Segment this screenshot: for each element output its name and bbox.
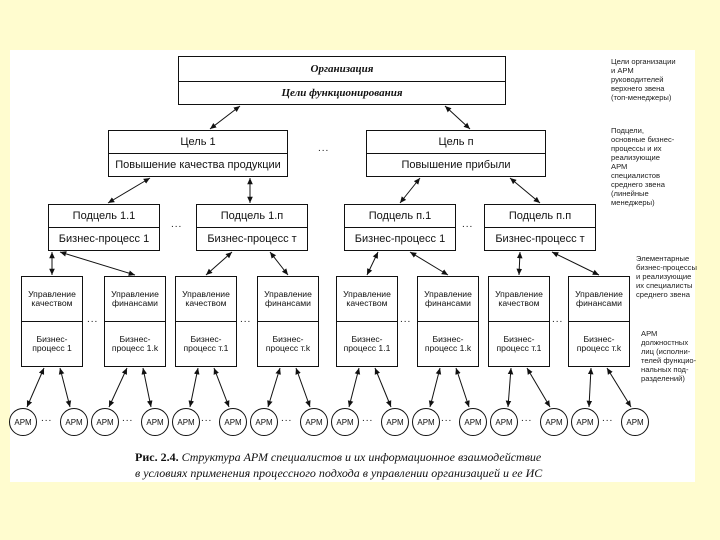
connector-arrow-21 xyxy=(267,367,281,408)
arm-dots-8: ... xyxy=(602,413,614,424)
arm-12: АРМ xyxy=(459,408,487,436)
connector-arrow-11 xyxy=(366,251,379,276)
subgoal-dots-left: ... xyxy=(171,219,183,230)
unit-4-proc: Бизнес-процесс т.k xyxy=(257,321,319,367)
arm-10: АРМ xyxy=(381,408,409,436)
connector-arrow-15 xyxy=(26,367,45,408)
arm-16: АРМ xyxy=(621,408,649,436)
connector-arrow-23 xyxy=(347,367,361,408)
connector-arrow-19 xyxy=(188,367,200,408)
arm-2: АРМ xyxy=(60,408,88,436)
connector-arrow-16 xyxy=(58,367,72,408)
figure-label: Рис. 2.4. xyxy=(135,450,179,464)
subgoal-2-title: Подцель 1.п xyxy=(196,204,308,228)
connector-arrow-6 xyxy=(509,177,541,204)
connector-arrow-3 xyxy=(107,177,151,204)
org-box: Организация xyxy=(178,56,506,82)
arm-dots-5: ... xyxy=(362,413,374,424)
arm-dots-7: ... xyxy=(521,413,533,424)
subgoal-1-bp: Бизнес-процесс 1 xyxy=(48,227,160,251)
subgoal-dots-right: ... xyxy=(462,219,474,230)
connector-arrow-28 xyxy=(526,367,551,408)
subgoal-4-title: Подцель п.п xyxy=(484,204,596,228)
connector-arrow-9 xyxy=(205,251,233,276)
connector-arrow-24 xyxy=(374,367,392,408)
org-goals-box: Цели функционирования xyxy=(178,81,506,105)
connector-arrow-13 xyxy=(516,251,523,276)
arm-4: АРМ xyxy=(141,408,169,436)
arm-8: АРМ xyxy=(300,408,328,436)
unit-2-dept: Управление финансами xyxy=(104,276,166,322)
goal-1-text: Повышение качества продукции xyxy=(108,153,288,177)
arm-dots-1: ... xyxy=(41,413,53,424)
arm-dots-4: ... xyxy=(281,413,293,424)
connector-arrow-5 xyxy=(399,177,421,204)
unit-6-dept: Управление финансами xyxy=(417,276,479,322)
side-note-middle-specialists: Элементарные бизнес-процессы и реализующ… xyxy=(636,254,697,299)
unit-dots-2: ... xyxy=(240,314,252,325)
subgoal-4-bp: Бизнес-процесс т xyxy=(484,227,596,251)
arm-6: АРМ xyxy=(219,408,247,436)
unit-2-proc: Бизнес-процесс 1.k xyxy=(104,321,166,367)
connector-arrow-25 xyxy=(428,367,442,408)
connector-arrow-26 xyxy=(455,367,470,408)
unit-3-proc: Бизнес-процесс т.1 xyxy=(175,321,237,367)
goal-n-text: Повышение прибыли xyxy=(366,153,546,177)
arm-7: АРМ xyxy=(250,408,278,436)
connector-arrow-18 xyxy=(141,367,153,408)
connector-arrow-14 xyxy=(551,251,600,276)
arm-15: АРМ xyxy=(571,408,599,436)
arm-dots-2: ... xyxy=(122,413,134,424)
connector-arrow-17 xyxy=(108,367,128,408)
subgoal-2-bp: Бизнес-процесс т xyxy=(196,227,308,251)
unit-7-dept: Управление качеством xyxy=(488,276,550,322)
arm-3: АРМ xyxy=(91,408,119,436)
side-note-executors: АРМ должностных лиц (исполни- телей функ… xyxy=(641,329,697,383)
arm-11: АРМ xyxy=(412,408,440,436)
connector-arrow-30 xyxy=(606,367,632,408)
connector-arrow-10 xyxy=(269,251,289,276)
side-note-line-managers: Подцели, основные бизнес- процессы и их … xyxy=(611,126,675,207)
connector-arrow-1 xyxy=(209,105,241,130)
unit-1-dept: Управление качеством xyxy=(21,276,83,322)
unit-8-dept: Управление финансами xyxy=(568,276,630,322)
goal-dots: ... xyxy=(318,143,330,154)
unit-3-dept: Управление качеством xyxy=(175,276,237,322)
unit-5-proc: Бизнес-процесс 1.1 xyxy=(336,321,398,367)
subgoal-3-bp: Бизнес-процесс 1 xyxy=(344,227,456,251)
unit-dots-1: ... xyxy=(87,314,99,325)
figure-caption-line1: Рис. 2.4. Структура АРМ специалистов и и… xyxy=(135,450,615,465)
connector-arrow-8 xyxy=(59,251,136,276)
connector-arrow-2 xyxy=(444,105,471,130)
unit-5-dept: Управление качеством xyxy=(336,276,398,322)
unit-dots-4: ... xyxy=(552,314,564,325)
arm-9: АРМ xyxy=(331,408,359,436)
unit-dots-3: ... xyxy=(400,314,412,325)
arm-dots-3: ... xyxy=(201,413,213,424)
connector-arrow-20 xyxy=(213,367,230,408)
connector-arrow-12 xyxy=(409,251,449,276)
unit-8-proc: Бизнес-процесс т.k xyxy=(568,321,630,367)
unit-4-dept: Управление финансами xyxy=(257,276,319,322)
goal-n-title: Цель п xyxy=(366,130,546,154)
arm-14: АРМ xyxy=(540,408,568,436)
figure-title-line1: Структура АРМ специалистов и их информац… xyxy=(181,450,542,464)
connector-arrow-29 xyxy=(586,367,594,408)
connector-arrow-27 xyxy=(505,367,514,408)
goal-1-title: Цель 1 xyxy=(108,130,288,154)
arm-dots-6: ... xyxy=(441,413,453,424)
figure-caption-line2: в условиях применения процессного подход… xyxy=(135,466,543,480)
unit-1-proc: Бизнес-процесс 1 xyxy=(21,321,83,367)
arm-1: АРМ xyxy=(9,408,37,436)
arm-13: АРМ xyxy=(490,408,518,436)
unit-7-proc: Бизнес-процесс т.1 xyxy=(488,321,550,367)
unit-6-proc: Бизнес-процесс 1.k xyxy=(417,321,479,367)
arm-5: АРМ xyxy=(172,408,200,436)
subgoal-1-title: Подцель 1.1 xyxy=(48,204,160,228)
side-note-top-managers: Цели организации и АРМ руководителей вер… xyxy=(611,57,676,102)
connector-arrow-22 xyxy=(295,367,311,408)
subgoal-3-title: Подцель п.1 xyxy=(344,204,456,228)
